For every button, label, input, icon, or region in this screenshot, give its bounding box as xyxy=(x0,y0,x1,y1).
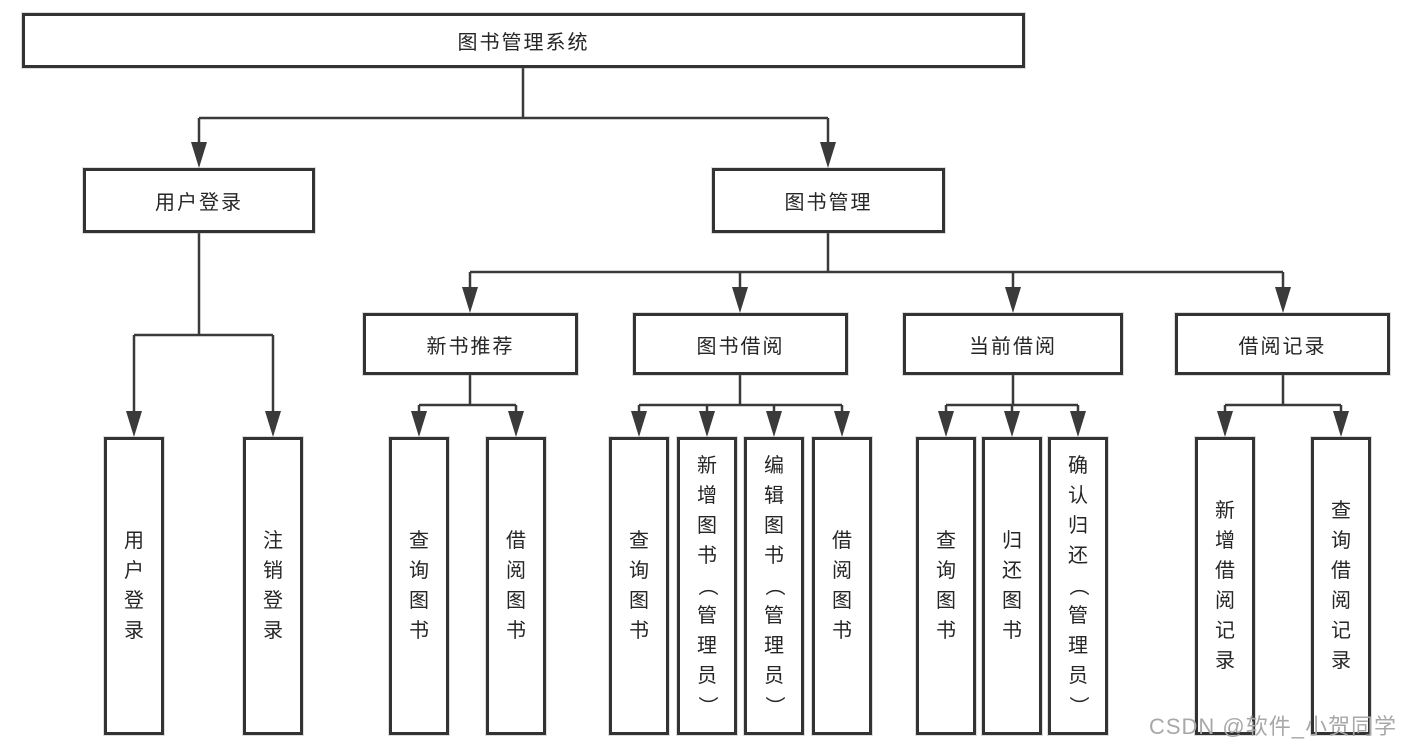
leaf-borrowing-borrow-books-label: 借阅图书 xyxy=(832,530,852,642)
leaf-borrowing-query-books-label: 查询图书 xyxy=(629,530,649,642)
leaf-recommend-borrow-books: 借阅图书 xyxy=(486,437,546,735)
leaf-logout: 注销登录 xyxy=(243,437,303,735)
leaf-current-return-books: 归还图书 xyxy=(982,437,1042,735)
leaf-records-add-record: 新增借阅记录 xyxy=(1195,437,1255,735)
node-user-login: 用户登录 xyxy=(83,168,315,233)
leaf-borrowing-borrow-books: 借阅图书 xyxy=(812,437,872,735)
leaf-recommend-query-books: 查询图书 xyxy=(389,437,449,735)
leaf-recommend-query-books-label: 查询图书 xyxy=(409,530,429,642)
leaf-current-confirm-return-admin: 确认归还（管理员） xyxy=(1048,437,1108,735)
leaf-current-return-books-label: 归还图书 xyxy=(1002,530,1022,642)
leaf-borrowing-add-books-admin-label: 新增图书（管理员） xyxy=(696,455,718,716)
node-current-borrowing-label: 当前借阅 xyxy=(969,335,1057,358)
node-user-login-label: 用户登录 xyxy=(155,192,243,214)
node-book-borrowing-label: 图书借阅 xyxy=(696,335,785,358)
csdn-watermark: CSDN @软件_小贺同学 xyxy=(1148,714,1397,739)
leaf-user-login-label: 用户登录 xyxy=(124,530,144,642)
leaf-records-add-record-label: 新增借阅记录 xyxy=(1215,500,1235,672)
leaf-borrowing-query-books: 查询图书 xyxy=(609,437,669,735)
leaf-records-query-record: 查询借阅记录 xyxy=(1311,437,1371,735)
leaf-borrowing-edit-books-admin: 编辑图书（管理员） xyxy=(744,437,804,735)
node-root: 图书管理系统 xyxy=(22,13,1025,68)
leaf-logout-label: 注销登录 xyxy=(263,530,283,642)
node-current-borrowing: 当前借阅 xyxy=(903,313,1123,375)
node-book-management: 图书管理 xyxy=(712,168,945,233)
leaf-user-login: 用户登录 xyxy=(104,437,164,735)
leaf-borrowing-add-books-admin: 新增图书（管理员） xyxy=(677,437,737,735)
node-borrowing-records: 借阅记录 xyxy=(1175,313,1390,375)
leaf-records-query-record-label: 查询借阅记录 xyxy=(1331,500,1351,672)
node-borrowing-records-label: 借阅记录 xyxy=(1238,335,1327,358)
leaf-current-confirm-return-admin-label: 确认归还（管理员） xyxy=(1067,455,1089,716)
node-book-borrowing: 图书借阅 xyxy=(633,313,848,375)
leaf-current-query-books-label: 查询图书 xyxy=(936,530,956,642)
node-root-label: 图书管理系统 xyxy=(457,32,590,54)
leaf-recommend-borrow-books-label: 借阅图书 xyxy=(506,530,526,642)
node-book-management-label: 图书管理 xyxy=(784,192,873,214)
node-new-book-recommendation: 新书推荐 xyxy=(363,313,578,375)
leaf-current-query-books: 查询图书 xyxy=(916,437,976,735)
node-new-book-recommendation-label: 新书推荐 xyxy=(426,335,515,358)
leaf-borrowing-edit-books-admin-label: 编辑图书（管理员） xyxy=(763,455,785,716)
